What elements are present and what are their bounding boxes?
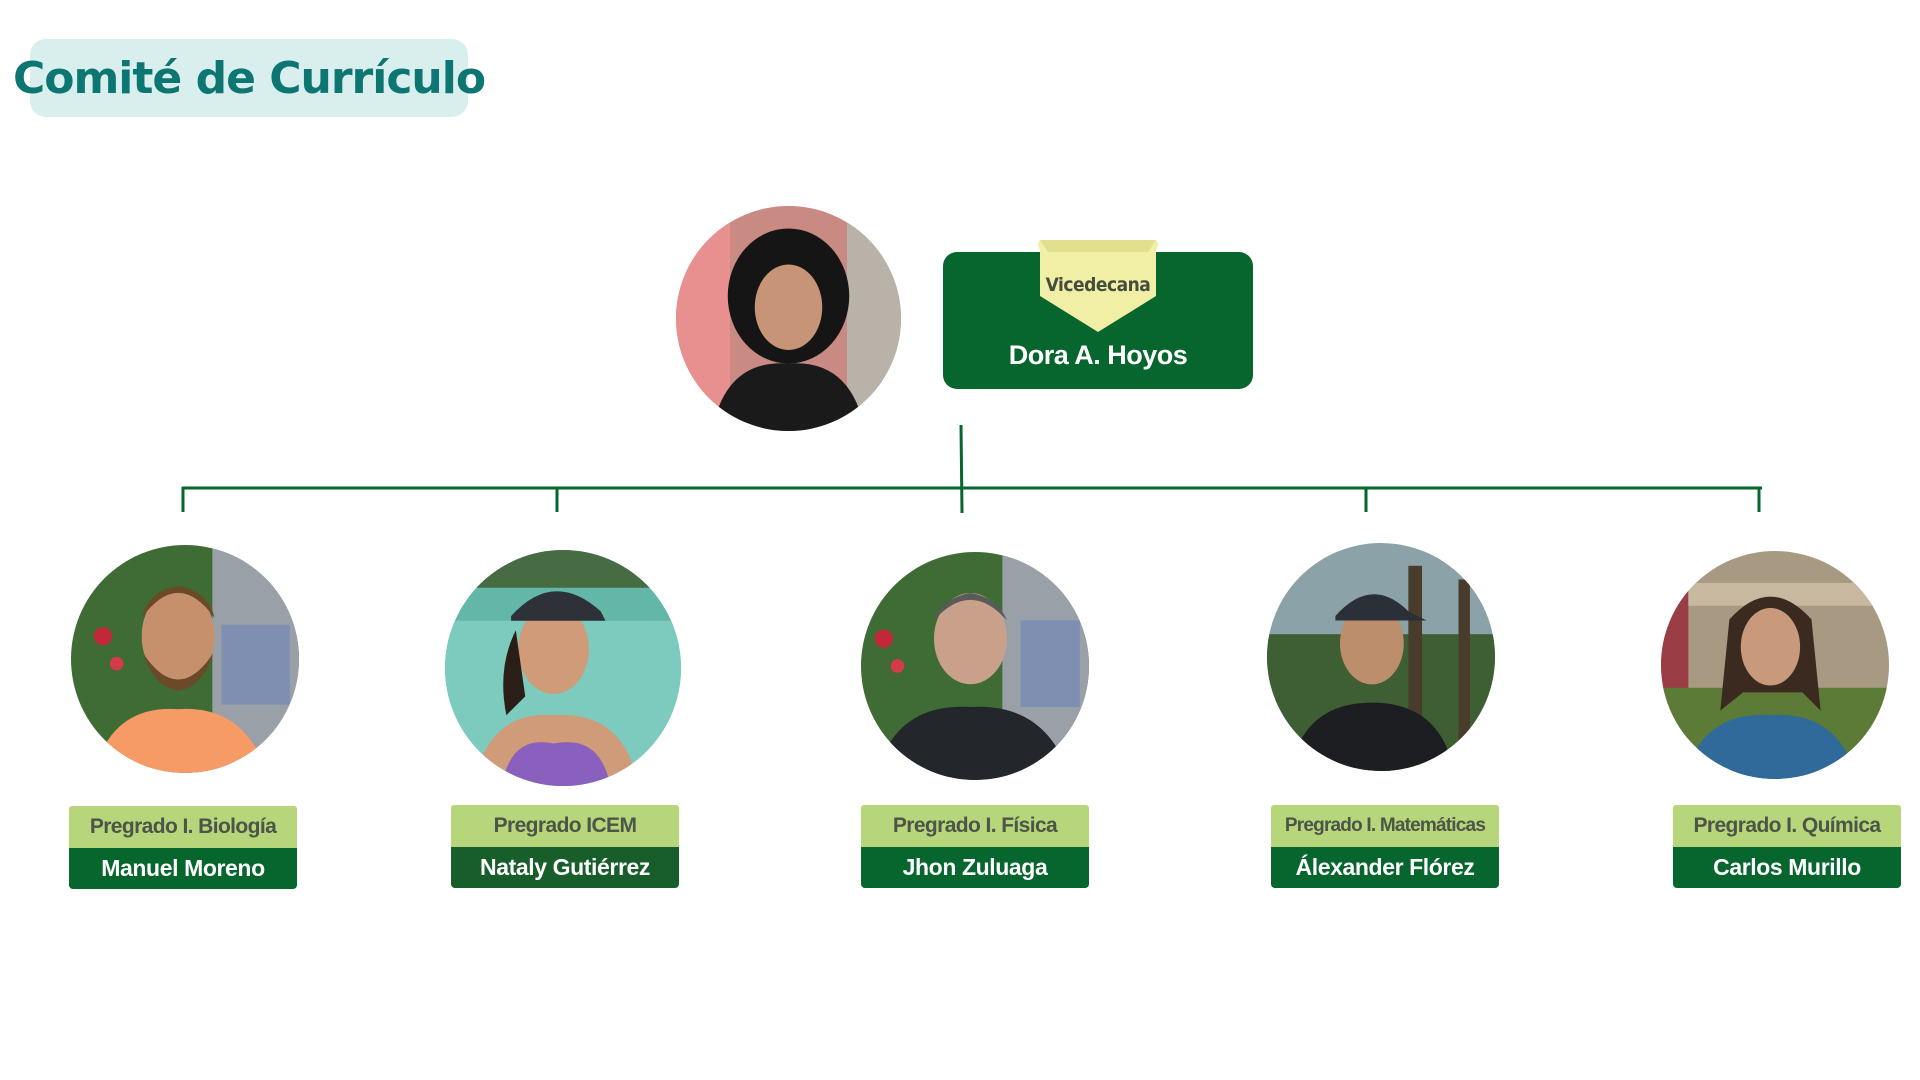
member-name: Carlos Murillo (1673, 847, 1901, 888)
member-tag-4: Pregrado I. Matemáticas Álexander Flórez (1271, 805, 1499, 888)
member-photo-3 (861, 552, 1089, 780)
person-photo-icon (71, 545, 299, 773)
member-photo-1 (71, 545, 299, 773)
member-role: Pregrado I. Matemáticas (1271, 805, 1499, 847)
member-role: Pregrado I. Biología (69, 806, 297, 848)
member-tag-2: Pregrado ICEM Nataly Gutiérrez (451, 805, 679, 888)
person-photo-icon (1661, 551, 1889, 779)
page-title: Comité de Currículo (12, 52, 486, 104)
person-photo-icon (1267, 543, 1495, 771)
person-photo-icon (445, 550, 681, 786)
role-ribbon (1036, 238, 1160, 334)
member-tag-3: Pregrado I. Física Jhon Zuluaga (861, 805, 1089, 888)
member-photo-4 (1267, 543, 1495, 771)
head-photo (676, 206, 901, 431)
member-role: Pregrado I. Química (1673, 805, 1901, 847)
member-name: Manuel Moreno (69, 848, 297, 889)
member-tag-5: Pregrado I. Química Carlos Murillo (1673, 805, 1901, 888)
member-tag-1: Pregrado I. Biología Manuel Moreno (69, 806, 297, 889)
member-name: Jhon Zuluaga (861, 847, 1089, 888)
title-box: Comité de Currículo (13, 39, 486, 117)
member-name: Álexander Flórez (1271, 847, 1499, 888)
person-photo-icon (861, 552, 1089, 780)
head-role-label: Vicedecana (1045, 274, 1151, 296)
member-role: Pregrado ICEM (451, 805, 679, 847)
person-photo-icon (676, 206, 901, 431)
head-name: Dora A. Hoyos (1008, 340, 1188, 370)
ribbon-shape (1038, 240, 1158, 332)
connector-vertical-main (959, 424, 964, 514)
member-role: Pregrado I. Física (861, 805, 1089, 847)
member-name: Nataly Gutiérrez (451, 847, 679, 888)
member-photo-2 (445, 550, 681, 786)
member-photo-5 (1661, 551, 1889, 779)
